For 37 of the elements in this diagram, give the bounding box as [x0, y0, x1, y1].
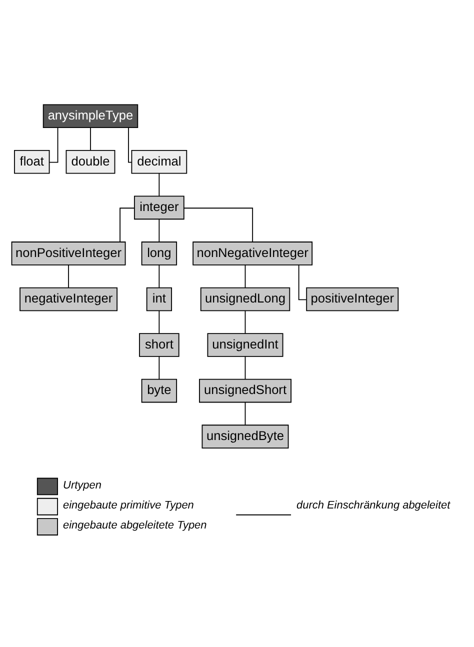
node-box: float [14, 150, 50, 174]
legend-label: durch Einschränkung abgeleitet [296, 500, 450, 512]
connector [68, 264, 69, 288]
node-box: unsignedByte [202, 424, 289, 448]
node-box: unsignedShort [199, 378, 292, 403]
node-box: short [139, 333, 180, 357]
connector [158, 264, 160, 288]
node-box: byte [141, 378, 178, 403]
node-box: long [141, 242, 178, 266]
node-box: unsignedLong [200, 287, 290, 312]
legend-label: eingebaute primitive Typen [63, 500, 194, 512]
connector [244, 264, 246, 288]
node-box: integer [134, 196, 184, 220]
node-box: double [66, 150, 116, 174]
connector [244, 402, 246, 426]
node-box: negativeInteger [20, 287, 118, 312]
legend-label: eingebaute abgeleitete Typen [63, 520, 207, 532]
connector [158, 310, 160, 334]
connector [244, 310, 246, 334]
node-box: nonPositiveInteger [11, 242, 126, 266]
node-box: anysimpleType [42, 104, 138, 128]
connector [90, 127, 91, 151]
connector [158, 356, 160, 380]
connector [120, 208, 135, 242]
legend-label: Urtypen [63, 479, 102, 492]
node-box: int [146, 287, 172, 312]
connector [158, 218, 160, 242]
node-box: positiveInteger [306, 287, 399, 312]
node-box: decimal [131, 150, 188, 174]
connector [49, 127, 58, 163]
connector [128, 127, 132, 163]
connector [158, 172, 160, 196]
node-box: nonNegativeInteger [192, 242, 313, 266]
connector [184, 208, 254, 242]
connector [244, 356, 246, 380]
connector [298, 264, 307, 300]
node-box: unsignedInt [207, 333, 284, 357]
